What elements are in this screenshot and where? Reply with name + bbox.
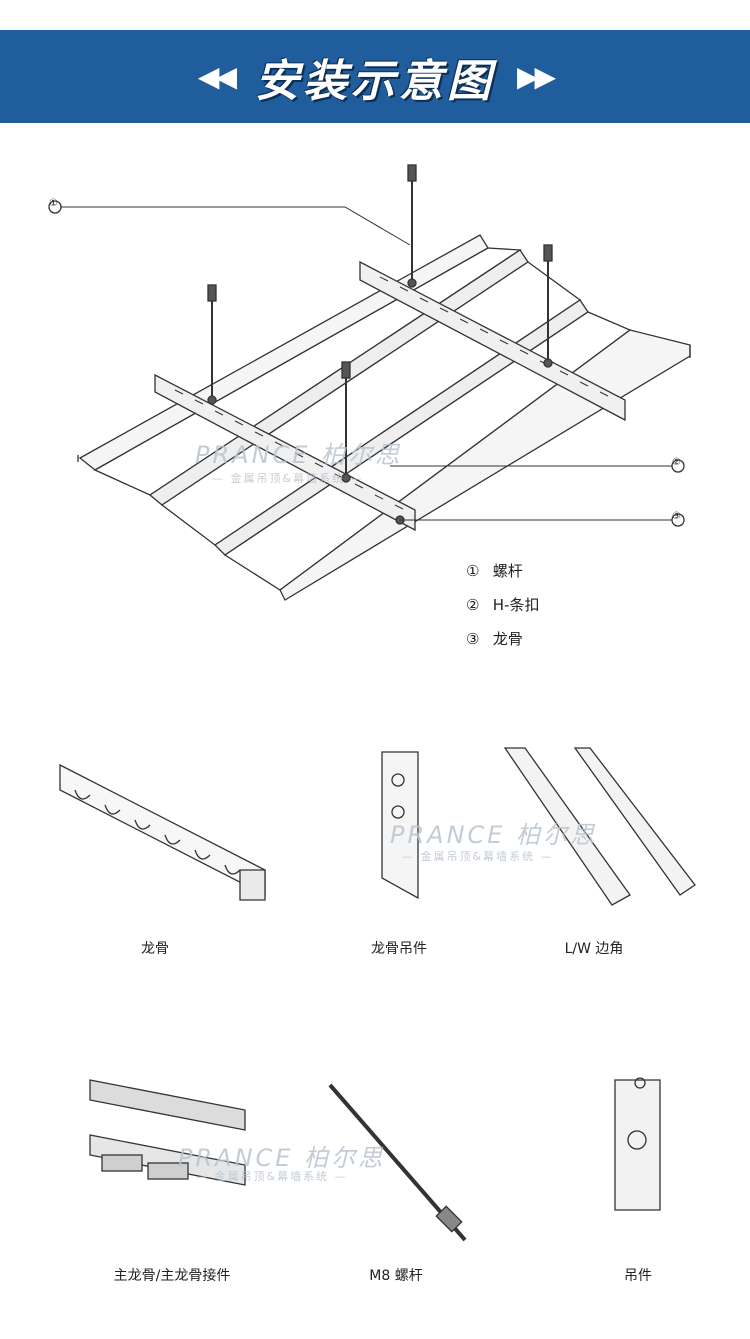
caption-keel-hanger: 龙骨吊件 (371, 941, 427, 957)
main-keel-part (89, 1079, 246, 1186)
callout-circle-3 (671, 513, 685, 527)
page-title: 安装示意图 (255, 55, 495, 107)
watermark-brand-3: PRANCE 柏尔思 (178, 1144, 386, 1172)
watermark-brand-2: PRANCE 柏尔思 (390, 821, 598, 849)
threaded-rods (211, 165, 549, 478)
watermark-slogan-2: — 金属吊顶&幕墙系统 — (402, 850, 554, 863)
watermark-slogan-1: — 金属吊顶&幕墙系统 — (212, 472, 364, 485)
callout-3: ③ (672, 511, 681, 522)
hanger-part (614, 1077, 661, 1211)
keel-part (59, 763, 266, 901)
caption-main-keel: 主龙骨/主龙骨接件 (113, 1268, 231, 1284)
callout-2: ② (672, 457, 681, 468)
watermark-brand-1: PRANCE 柏尔思 (195, 441, 403, 469)
caption-keel: 龙骨 (141, 941, 169, 957)
watermark-slogan-3: — 金属吊顶&幕墙系统 — (196, 1170, 348, 1183)
m8-rod-part (328, 1083, 467, 1242)
right-arrows-icon: ▶▶ (517, 60, 556, 93)
left-arrows-icon: ◀◀ (197, 60, 237, 93)
edge-trim-part (503, 747, 696, 906)
caption-edge-trim: L/W 边角 (564, 941, 624, 957)
legend-row-1: ① 螺杆 (466, 562, 523, 580)
caption-m8-rod: M8 螺杆 (369, 1268, 423, 1284)
rod-caps (207, 164, 553, 525)
keel-hanger-part (381, 751, 419, 900)
callout-1: ① (49, 198, 58, 209)
title-banner: ◀◀ 安装示意图 ▶▶ (0, 30, 750, 123)
callout-circle-1 (48, 200, 62, 214)
banner-title: ◀◀ 安装示意图 ▶▶ (0, 30, 750, 123)
legend-row-2: ② H-条扣 (466, 596, 540, 614)
callout-circle-2 (671, 459, 685, 473)
callout-lines (60, 206, 672, 521)
caption-hanger: 吊件 (624, 1268, 652, 1284)
legend-row-3: ③ 龙骨 (466, 630, 523, 648)
